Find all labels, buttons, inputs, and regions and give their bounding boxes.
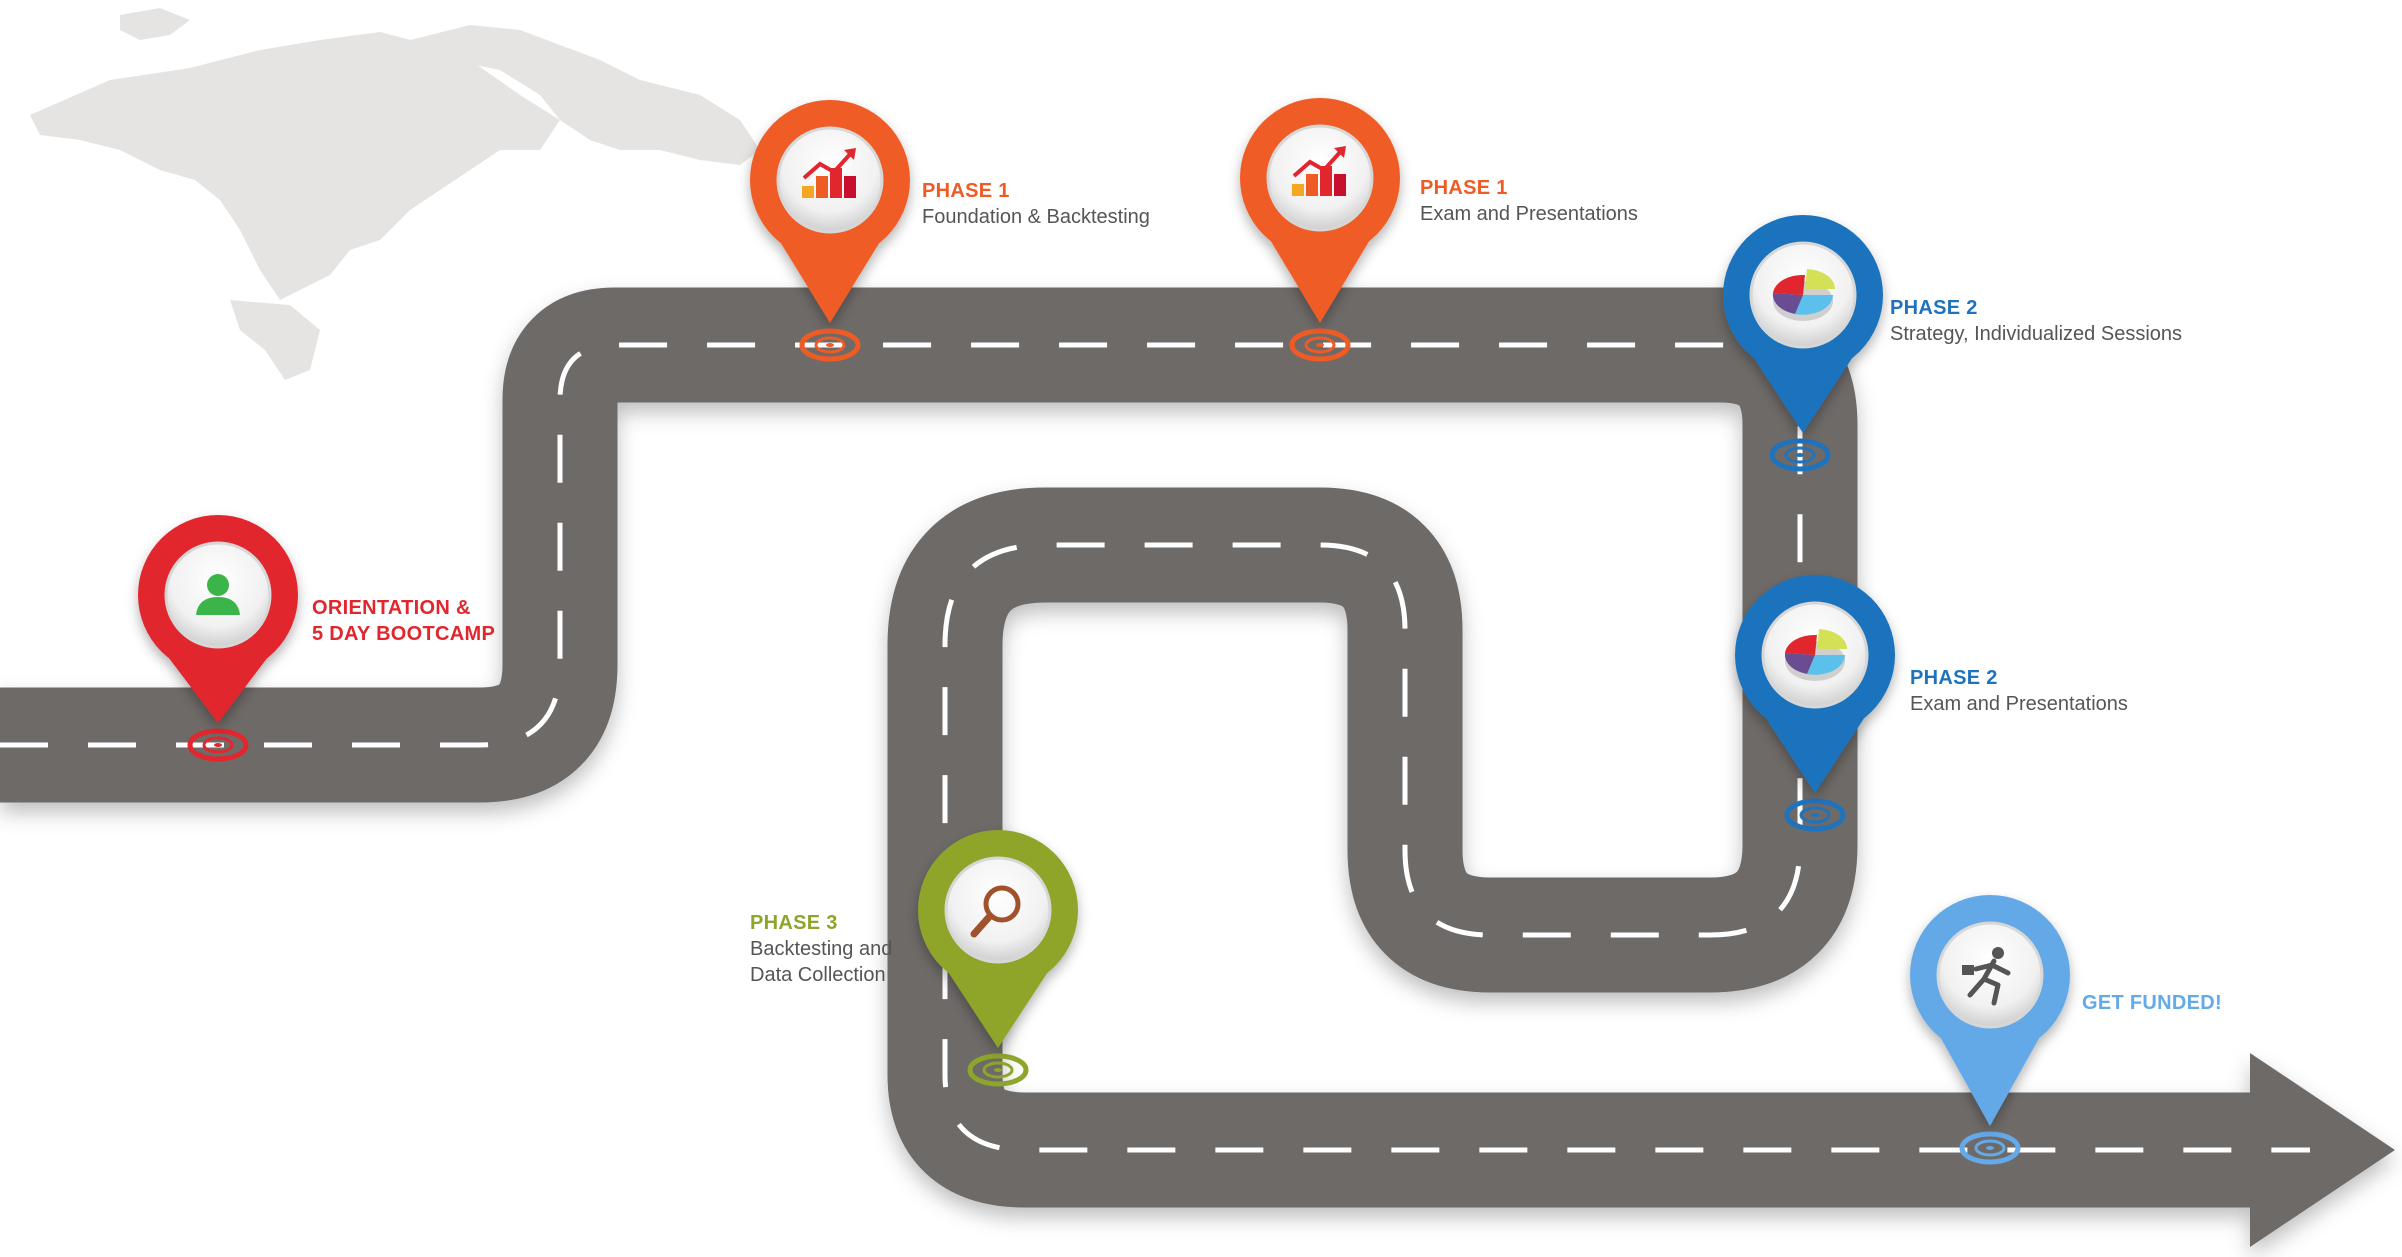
bar-chart-icon xyxy=(802,148,856,198)
milestone-label-phase3: PHASE 3 Backtesting and Data Collection xyxy=(750,910,892,988)
magnifier-icon xyxy=(970,885,1021,938)
world-map-background xyxy=(30,8,760,380)
milestone-phase1-foundation xyxy=(750,100,910,362)
milestone-title: PHASE 1 xyxy=(922,180,1010,202)
milestone-label-phase1-foundation: PHASE 1 Foundation & Backtesting xyxy=(922,178,1150,230)
milestone-description: Backtesting and Data Collection xyxy=(750,938,893,986)
road xyxy=(0,287,2395,1247)
target-marker xyxy=(799,328,861,362)
target-marker xyxy=(187,728,249,762)
running-man-icon xyxy=(1962,947,2011,1006)
map-pin xyxy=(918,830,1078,1048)
milestone-title: GET FUNDED! xyxy=(2082,992,2222,1014)
target-marker xyxy=(1959,1131,2021,1165)
road-arrow-head xyxy=(2250,1053,2395,1247)
bar-chart-icon xyxy=(1292,146,1346,196)
target-marker xyxy=(967,1053,1029,1087)
pie-chart-icon xyxy=(1784,629,1847,681)
milestone-funded xyxy=(1910,895,2070,1165)
milestone-title: ORIENTATION & 5 DAY BOOTCAMP xyxy=(312,597,496,645)
map-pin xyxy=(1910,895,2070,1126)
milestone-label-phase1-exam: PHASE 1 Exam and Presentations xyxy=(1420,175,1638,227)
milestone-label-funded: GET FUNDED! xyxy=(2082,990,2222,1016)
pie-chart-icon xyxy=(1772,269,1836,321)
target-marker xyxy=(1289,328,1351,362)
milestone-description: Foundation & Backtesting xyxy=(922,206,1150,228)
milestone-description: Exam and Presentations xyxy=(1420,203,1638,225)
road-center-dashes xyxy=(0,342,2310,1153)
milestone-title: PHASE 2 xyxy=(1910,667,1998,689)
person-icon xyxy=(196,574,240,615)
milestone-phase1-exam xyxy=(1240,98,1400,362)
milestone-phase2-strategy xyxy=(1723,215,1883,472)
milestone-title: PHASE 2 xyxy=(1890,297,1978,319)
milestone-label-phase2-exam: PHASE 2 Exam and Presentations xyxy=(1910,665,2128,717)
target-marker xyxy=(1769,438,1831,472)
milestone-title: PHASE 1 xyxy=(1420,177,1508,199)
milestone-label-phase2-strategy: PHASE 2 Strategy, Individualized Sessions xyxy=(1890,295,2182,347)
milestone-description: Exam and Presentations xyxy=(1910,693,2128,715)
milestone-orientation xyxy=(138,515,298,762)
milestone-description: Strategy, Individualized Sessions xyxy=(1890,323,2183,345)
milestone-label-orientation: ORIENTATION & 5 DAY BOOTCAMP xyxy=(312,595,495,647)
milestone-phase2-exam xyxy=(1735,575,1895,832)
milestone-title: PHASE 3 xyxy=(750,912,838,934)
target-marker xyxy=(1784,798,1846,832)
milestone-phase3 xyxy=(918,830,1078,1087)
